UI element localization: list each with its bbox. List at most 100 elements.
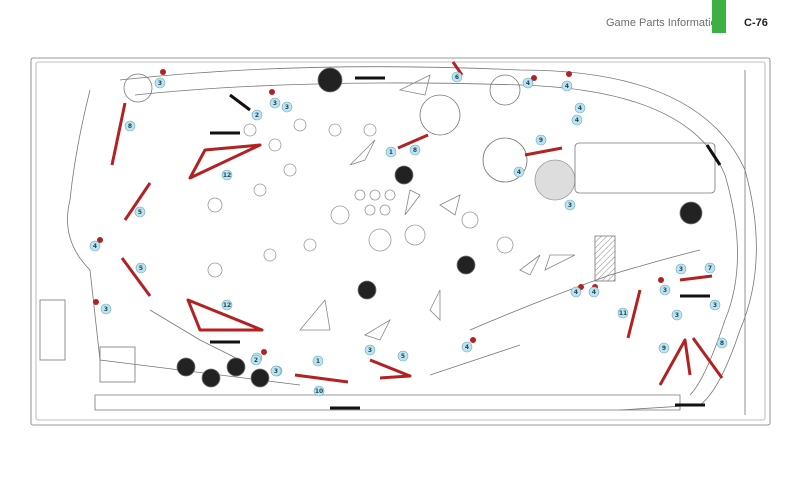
lane-guide	[705, 144, 722, 166]
callout-bubble	[574, 102, 586, 114]
callout-label: 9	[662, 345, 666, 352]
highlight-part-6	[451, 61, 464, 76]
post	[269, 89, 275, 95]
hole-7	[201, 368, 221, 388]
upper-left-bumper	[123, 73, 153, 103]
callout-label: 11	[619, 310, 627, 317]
arrow-insert	[299, 299, 331, 331]
callout-label: 4	[526, 80, 530, 87]
insert	[328, 123, 342, 137]
highlight-part-1-upper	[397, 133, 429, 150]
upper-right-bumper	[489, 74, 521, 106]
insert	[283, 163, 297, 177]
arrow-insert	[404, 189, 421, 216]
cabinet-inner-outline	[35, 61, 766, 421]
arrow-insert	[349, 139, 376, 166]
callout-label: 4	[592, 289, 596, 296]
insert	[207, 262, 223, 278]
hole-5	[357, 280, 377, 300]
insert	[368, 228, 392, 252]
hole-2	[679, 201, 703, 225]
callout-label: 8	[413, 147, 417, 154]
post	[97, 237, 103, 243]
callout-bubble	[588, 286, 600, 298]
section-title: Game Parts Information	[606, 17, 723, 29]
callout-bubble	[675, 263, 687, 275]
callout-bubble	[221, 169, 233, 181]
callout-bubble	[250, 354, 262, 366]
callout-bubble	[154, 77, 166, 89]
upper-right-box	[574, 142, 716, 194]
callout-label: 9	[539, 137, 543, 144]
insert	[384, 189, 396, 201]
callout-bubble	[100, 303, 112, 315]
callout-bubble	[461, 341, 473, 353]
insert	[461, 211, 479, 229]
post	[93, 299, 99, 305]
callout-label: 3	[663, 287, 667, 294]
callout-bubble	[124, 120, 136, 132]
callout-bubble	[270, 365, 282, 377]
insert	[364, 204, 376, 216]
ball	[534, 159, 576, 201]
callout-bubble	[513, 166, 525, 178]
callout-bubble	[671, 309, 683, 321]
highlight-part-8	[110, 102, 127, 166]
callout-label: 2	[254, 357, 258, 364]
callout-label: 6	[455, 74, 459, 81]
lane-guide	[229, 93, 251, 112]
insert	[268, 138, 282, 152]
callout-label: 3	[285, 104, 289, 111]
callout-bubble	[409, 144, 421, 156]
arrow-insert	[364, 318, 391, 341]
callout-bubble	[658, 342, 670, 354]
callout-label: 3	[158, 80, 162, 87]
insert	[379, 204, 391, 216]
insert	[253, 183, 267, 197]
post	[531, 75, 537, 81]
post	[566, 71, 572, 77]
section-tab-marker	[712, 0, 726, 33]
highlight-part-5-lower	[120, 257, 152, 297]
cabinet-outline	[30, 57, 771, 426]
callout-bubble	[535, 134, 547, 146]
hole-8	[226, 357, 246, 377]
inner-arch	[134, 82, 738, 396]
callout-label: 5	[139, 265, 143, 272]
arrow-insert	[398, 74, 431, 96]
lower-left-box	[99, 346, 136, 383]
callout-bubble	[134, 206, 146, 218]
hole-1	[317, 67, 343, 93]
callout-bubble	[385, 146, 397, 158]
callout-label: 4	[465, 344, 469, 351]
center-bumper-2	[482, 137, 528, 183]
insert	[354, 189, 366, 201]
callout-bubble	[709, 299, 721, 311]
callout-label: 10	[315, 388, 323, 395]
callout-bubble	[221, 299, 233, 311]
insert	[363, 123, 377, 137]
callout-label: 7	[708, 265, 712, 272]
highlight-part-9-upper	[524, 146, 563, 157]
callout-label: 3	[675, 312, 679, 319]
highlight-part-9-lower	[658, 338, 692, 386]
callout-label: 5	[401, 353, 405, 360]
callout-label: 12	[223, 302, 231, 309]
callout-label: 1	[316, 358, 320, 365]
center-bumper-1	[419, 94, 461, 136]
top-arch	[119, 66, 757, 411]
callout-bubble	[364, 344, 376, 356]
post	[261, 349, 267, 355]
callout-label: 12	[223, 172, 231, 179]
callout-label: 4	[578, 105, 582, 112]
highlight-part-12-upper	[188, 143, 262, 180]
post	[160, 69, 166, 75]
right-flipper-guide	[429, 344, 521, 376]
callout-label: 5	[138, 209, 142, 216]
arrow-insert	[519, 254, 541, 276]
callout-group: 3233826444494183125453123231103544437333…	[89, 71, 728, 397]
callout-label: 4	[574, 289, 578, 296]
callout-label: 1	[389, 149, 393, 156]
callout-bubble	[312, 355, 324, 367]
